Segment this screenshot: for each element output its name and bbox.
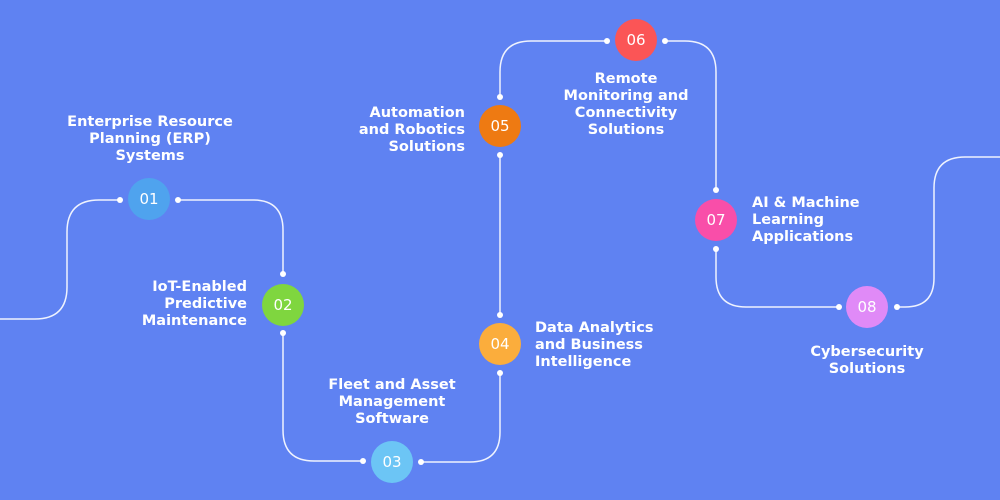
step-06-label: Remote Monitoring and Connectivity Solut… <box>563 71 689 138</box>
step-05-label: Automation and Robotics Solutions <box>358 105 465 155</box>
connector-06-07 <box>665 40 717 190</box>
step-02-label: IoT-Enabled Predictive Maintenance <box>141 279 247 329</box>
step-07-label: AI & Machine Learning Applications <box>752 195 860 245</box>
step-03-node: 03 <box>371 441 413 483</box>
step-07-node: 07 <box>695 199 737 241</box>
step-08-node: 08 <box>846 286 888 328</box>
connector-dots <box>117 38 900 465</box>
step-04-node: 04 <box>479 323 521 365</box>
connector-08-end <box>897 156 1000 308</box>
step-05-node: 05 <box>479 105 521 147</box>
step-03-label: Fleet and Asset Management Software <box>328 377 456 427</box>
step-08-label: Cybersecurity Solutions <box>810 344 924 377</box>
connector-start-01 <box>0 199 120 320</box>
connector-05-06 <box>499 40 607 97</box>
step-01-label: Enterprise Resource Planning (ERP) Syste… <box>67 114 233 164</box>
connector-07-08 <box>715 249 839 308</box>
step-04-label: Data Analytics and Business Intelligence <box>535 320 654 370</box>
step-01-node: 01 <box>128 178 170 220</box>
connector-03-04 <box>421 373 501 463</box>
step-06-node: 06 <box>615 19 657 61</box>
connector-01-02 <box>178 199 284 274</box>
step-02-node: 02 <box>262 284 304 326</box>
connector-02-03 <box>282 333 363 462</box>
